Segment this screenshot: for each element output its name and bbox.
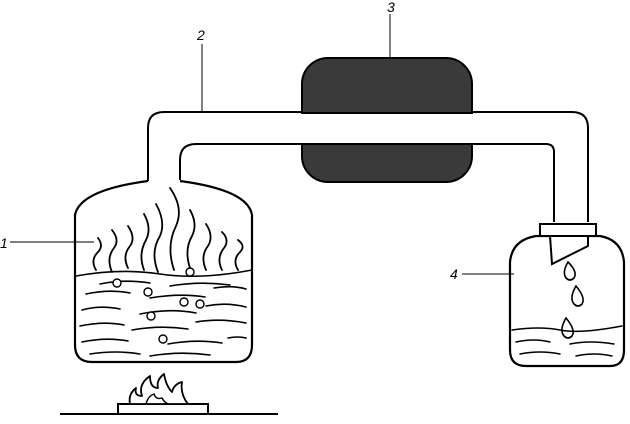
drop-icon: [571, 284, 584, 307]
label-receiver: 4: [450, 266, 458, 282]
receiver-flask: [508, 223, 626, 368]
flame-icon: [128, 373, 189, 405]
drop-icon: [561, 316, 574, 339]
distillate-liquid: [511, 325, 623, 357]
drop-icon: [563, 260, 576, 281]
cooler-tube-gap: [301, 114, 473, 143]
leader-lines: [10, 14, 514, 275]
label-pipe: 2: [197, 27, 205, 43]
vapor-wisps: [92, 187, 244, 273]
bubbles: [112, 267, 205, 344]
burner: [60, 373, 278, 415]
label-cooler: 3: [387, 0, 395, 15]
drops: [561, 260, 584, 339]
tube-outlet: [548, 235, 589, 266]
stopper: [539, 223, 597, 237]
label-boiler: 1: [0, 235, 8, 251]
boiler-liquid: [75, 269, 253, 357]
